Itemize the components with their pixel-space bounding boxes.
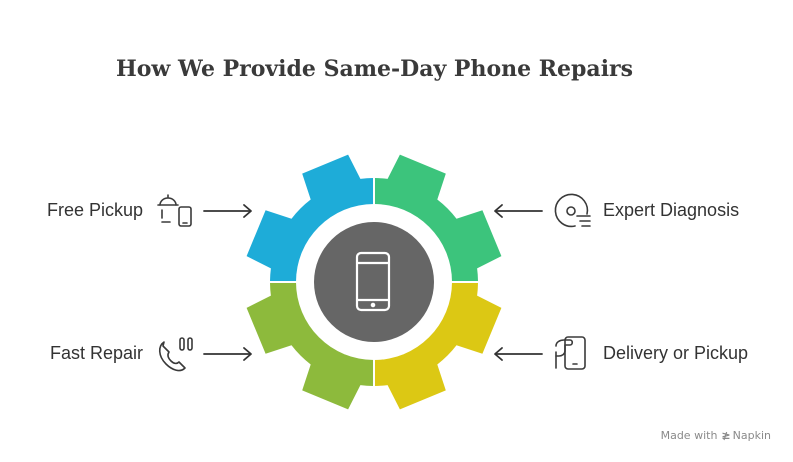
diagnosis-disc-icon [554,193,591,228]
phone-call-icon [158,337,193,372]
arrow-free-pickup [203,204,252,218]
arrow-fast-repair [203,347,252,361]
page-title: How We Provide Same-Day Phone Repairs [115,56,634,82]
made-with-text: Made with [660,429,718,442]
napkin-logo-icon: ≱ [721,429,731,442]
arrow-expert-diagnosis [494,204,543,218]
center-hub [314,222,434,342]
label-fast-repair: Fast Repair [49,343,143,363]
label-expert-diagnosis: Expert Diagnosis [603,200,740,220]
smartphone-icon [355,251,391,312]
handoff-phone-icon [555,336,586,370]
pickup-delivery-icon [157,194,192,227]
label-free-pickup: Free Pickup [46,200,143,220]
label-delivery-or-pickup: Delivery or Pickup [603,343,749,363]
brand-text: Napkin [732,429,771,442]
made-with-napkin: Made with≱Napkin [661,429,771,442]
arrow-delivery-or-pickup [494,347,543,361]
